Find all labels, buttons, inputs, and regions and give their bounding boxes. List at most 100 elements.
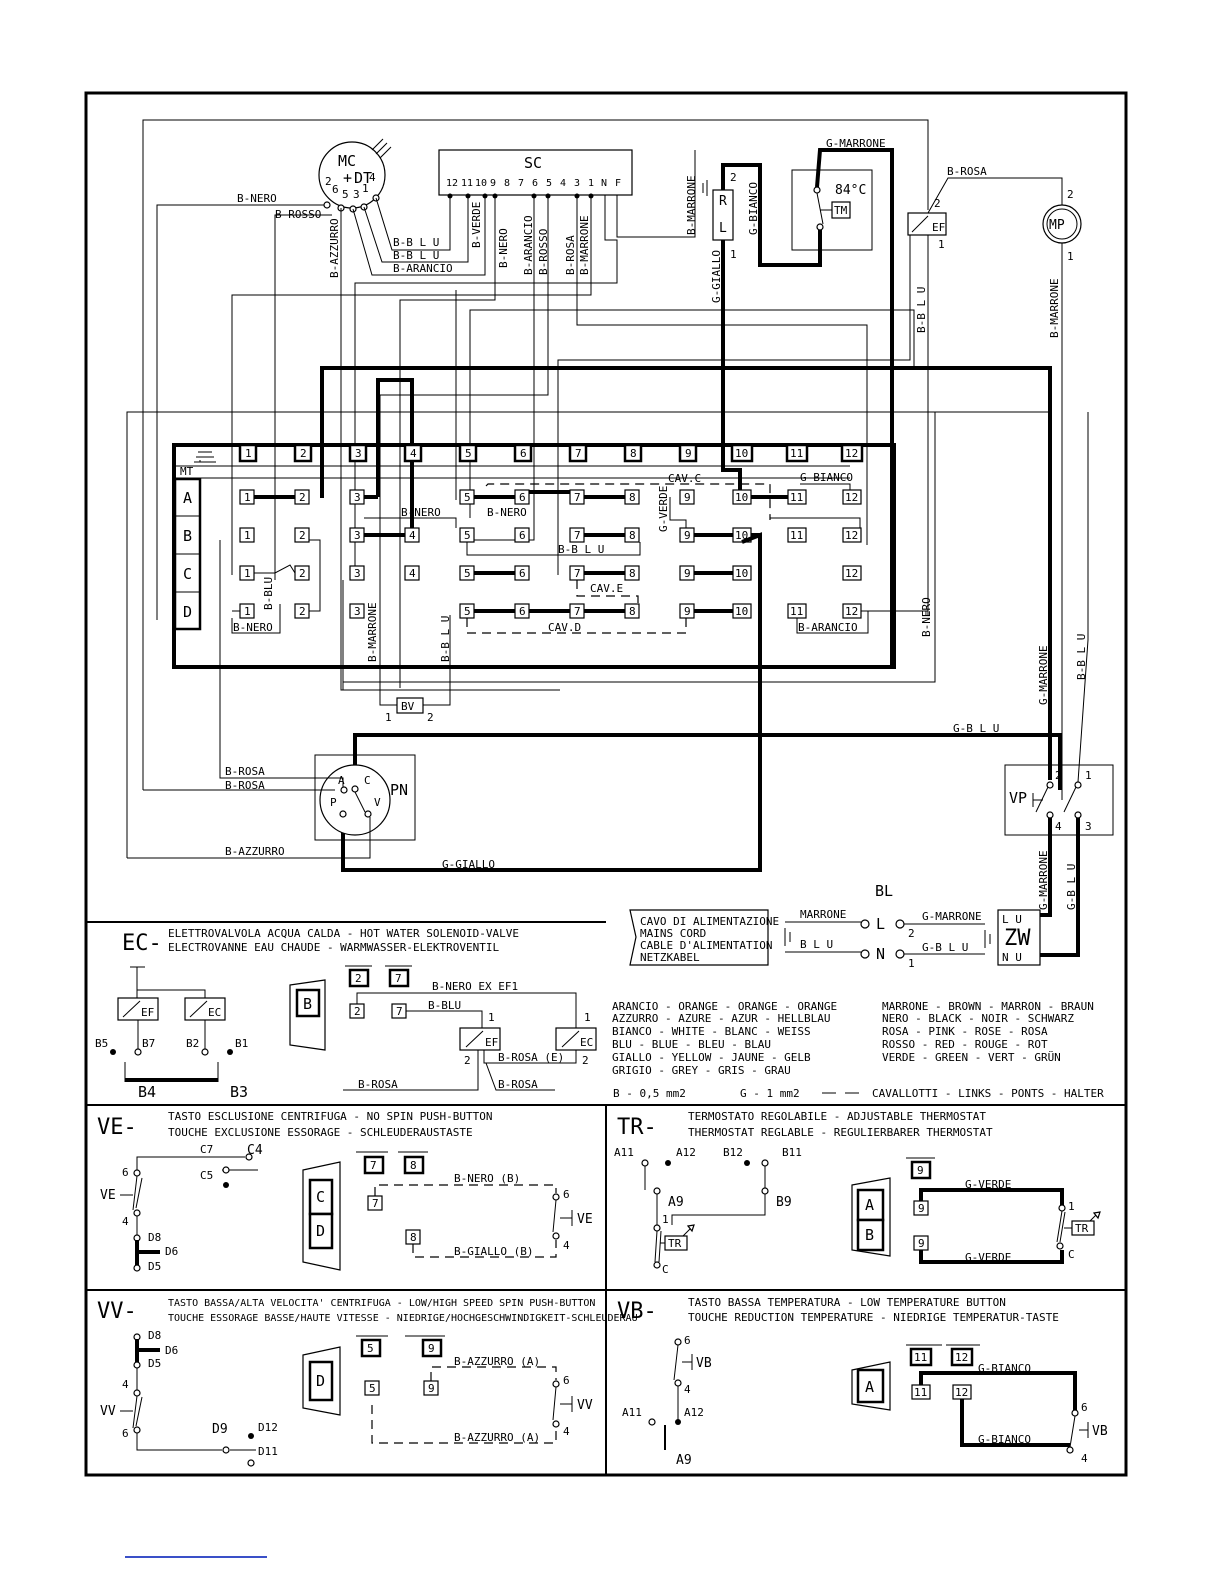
row-c-terminals: 1 2 3 4 5 6 7 8 9 10 12: [239, 565, 862, 581]
diagram-label: TASTO ESCLUSIONE CENTRIFUGA - NO SPIN PU…: [168, 1110, 493, 1123]
diagram-label: G-BIANCO: [800, 471, 853, 484]
diagram-label: B-AZZURRO: [328, 218, 341, 278]
diagram-label: B-NERO: [401, 506, 441, 519]
ec-panel: EC- ELETTROVALVOLA ACQUA CALDA - HOT WAT…: [95, 927, 597, 1101]
diagram-label: 6: [122, 1166, 129, 1179]
diagram-label: EC-: [122, 931, 162, 956]
diagram-label: C: [316, 1188, 325, 1206]
diagram-label: 12: [955, 1351, 968, 1364]
diagram-label: 1: [584, 1011, 591, 1024]
diagram-label: B-ROSSO: [275, 208, 321, 221]
diagram-label: B-NERO (B): [454, 1172, 520, 1185]
header-terminals: 1 2 3 4 5 6 7 8 9 10 11 12: [238, 443, 864, 463]
diagram-label: 4: [410, 447, 417, 460]
diagram-label: 11: [914, 1386, 927, 1399]
diagram-label: B-B L U: [439, 616, 452, 662]
diagram-label: B: [865, 1226, 874, 1244]
diagram-label: 8: [410, 1231, 417, 1244]
diagram-label: EF: [932, 221, 945, 234]
diagram-label: 1: [488, 1011, 495, 1024]
diagram-label: VV-: [97, 1299, 137, 1324]
diagram-label: B-ROSA (E): [498, 1051, 564, 1064]
diagram-label: G-MARRONE: [1037, 850, 1050, 910]
diagram-label: 6: [1081, 1401, 1088, 1414]
diagram-label: 6: [332, 183, 339, 196]
ve-panel: VE- TASTO ESCLUSIONE CENTRIFUGA - NO SPI…: [97, 1110, 593, 1273]
diagram-label: 10: [735, 447, 748, 460]
diagram-label: VB: [1092, 1424, 1108, 1439]
diagram-label: ARANCIO - ORANGE - ORANGE - ORANGE: [612, 1000, 837, 1013]
diagram-label: G-BIANCO: [747, 182, 760, 235]
diagram-label: B-ROSA: [225, 779, 265, 792]
diagram-label: B3: [230, 1083, 248, 1101]
diagram-label: C5: [200, 1169, 213, 1182]
color-legend: ARANCIO - ORANGE - ORANGE - ORANGE AZZUR…: [612, 1000, 1104, 1100]
bl-mains-block: BL L N 2 1: [860, 882, 915, 970]
diagram-label: G-MARRONE: [826, 137, 886, 150]
diagram-label: 7: [370, 1159, 377, 1172]
diagram-label: CAV.D: [548, 621, 581, 634]
diagram-label: B-MARRONE: [366, 602, 379, 662]
diagram-label: 3: [1085, 820, 1092, 833]
diagram-label: B-NERO: [497, 228, 510, 268]
diagram-label: G-VERDE: [965, 1251, 1011, 1264]
diagram-label: A: [338, 774, 345, 787]
diagram-label: CAV.E: [590, 582, 623, 595]
top-wiring: MC + DT 2 6 5 3 1 4 B-B L U B-B L U B-AR…: [126, 119, 1082, 858]
diagram-label: B-MARRONE: [1048, 278, 1061, 338]
diagram-label: B-NERO EX EF1: [432, 980, 518, 993]
diagram-label: VV: [577, 1398, 593, 1413]
diagram-label: 8: [504, 178, 510, 189]
diagram-label: 1: [1068, 1200, 1075, 1213]
diagram-label: A11: [622, 1406, 642, 1419]
bv-component: BV 1 2: [385, 697, 434, 724]
diagram-label: 3: [354, 529, 361, 542]
diagram-label: 7: [574, 605, 581, 618]
diagram-label: A12: [684, 1406, 704, 1419]
diagram-label: 5: [464, 491, 471, 504]
diagram-label: 1: [588, 178, 594, 189]
diagram-label: TR-: [617, 1115, 657, 1140]
diagram-label: B-B L U: [915, 287, 928, 333]
diagram-label: 2: [300, 447, 307, 460]
diagram-label: 8: [410, 1159, 417, 1172]
diagram-label: B-AZZURRO (A): [454, 1431, 540, 1444]
diagram-label: C4: [247, 1143, 263, 1158]
diagram-label: 5: [369, 1382, 376, 1395]
diagram-label: L U: [1002, 913, 1022, 926]
diagram-label: B-NERO: [920, 597, 933, 637]
diagram-label: 10: [735, 605, 748, 618]
diagram-label: C: [364, 774, 371, 787]
diagram-label: 4: [563, 1425, 570, 1438]
diagram-label: B-ARANCIO: [522, 215, 535, 275]
diagram-label: 9: [428, 1342, 435, 1355]
diagram-label: 12: [845, 567, 858, 580]
diagram-label: 9: [684, 567, 691, 580]
diagram-label: 6: [563, 1374, 570, 1387]
diagram-label: ZW: [1004, 926, 1031, 951]
diagram-label: TM: [834, 204, 848, 217]
diagram-label: VB-: [617, 1299, 657, 1324]
diagram-label: 9: [917, 1164, 924, 1177]
diagram-label: 3: [355, 447, 362, 460]
vb-panel: VB- TASTO BASSA TEMPERATURA - LOW TEMPER…: [617, 1296, 1108, 1468]
diagram-label: B7: [142, 1037, 155, 1050]
diagram-label: B-BLU: [428, 999, 461, 1012]
diagram-label: MT: [180, 465, 194, 478]
diagram-label: 1: [730, 248, 737, 261]
diagram-label: B-ROSA: [498, 1078, 538, 1091]
diagram-label: B-MARRONE: [685, 175, 698, 235]
diagram-label: 4: [122, 1378, 129, 1391]
diagram-label: 2: [427, 711, 434, 724]
row-b-terminals: 1 2 3 4 5 6 7 8 9 10 11 12: [239, 527, 862, 543]
diagram-label: D: [316, 1222, 325, 1240]
diagram-label: 1: [385, 711, 392, 724]
diagram-label: TASTO BASSA/ALTA VELOCITA' CENTRIFUGA - …: [168, 1298, 595, 1309]
diagram-label: 84°C: [835, 183, 866, 198]
diagram-label: A9: [668, 1195, 684, 1210]
vp-door-lock: VP 2 1 4 3: [1004, 764, 1114, 836]
diagram-label: G-GIALLO: [710, 250, 723, 303]
diagram-label: 5: [464, 605, 471, 618]
diagram-label: 9: [918, 1237, 925, 1250]
diagram-label: D8: [148, 1231, 161, 1244]
